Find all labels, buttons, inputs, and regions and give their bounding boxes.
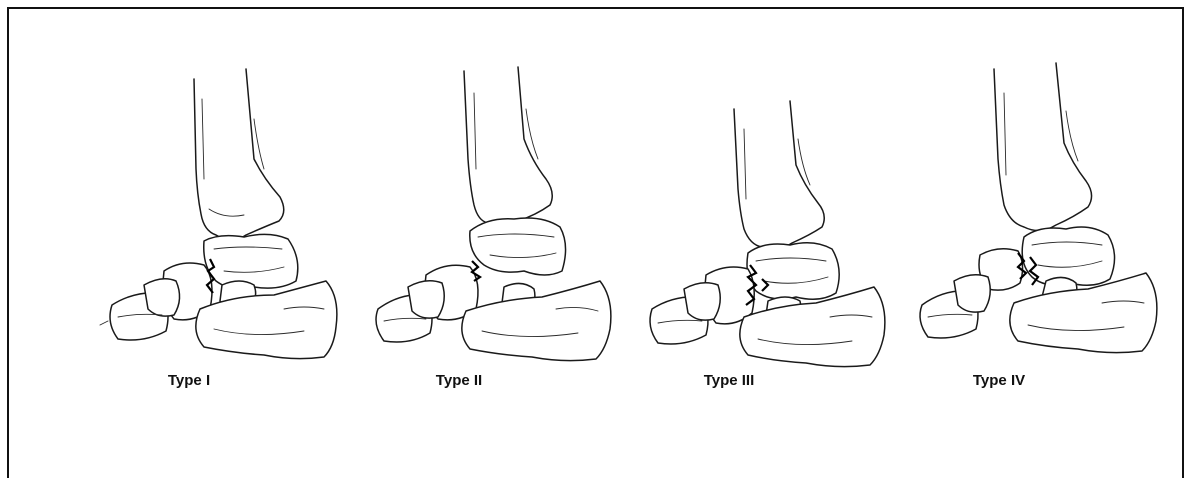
ankle-illustration-type-iv xyxy=(914,9,1174,369)
panel-type-iii: Type III xyxy=(644,9,904,480)
panel-type-i: Type I xyxy=(104,9,354,480)
ankle-illustration-type-ii xyxy=(374,9,624,369)
panel-type-iv: Type IV xyxy=(914,9,1174,480)
figure-frame: Type I Type II xyxy=(7,7,1184,478)
caption-type-ii: Type II xyxy=(374,372,544,389)
ankle-illustration-type-i xyxy=(104,9,354,369)
caption-type-iii: Type III xyxy=(644,372,814,389)
ankle-illustration-type-iii xyxy=(644,9,904,369)
panel-type-ii: Type II xyxy=(374,9,624,480)
caption-type-i: Type I xyxy=(104,372,274,389)
caption-type-iv: Type IV xyxy=(914,372,1084,389)
